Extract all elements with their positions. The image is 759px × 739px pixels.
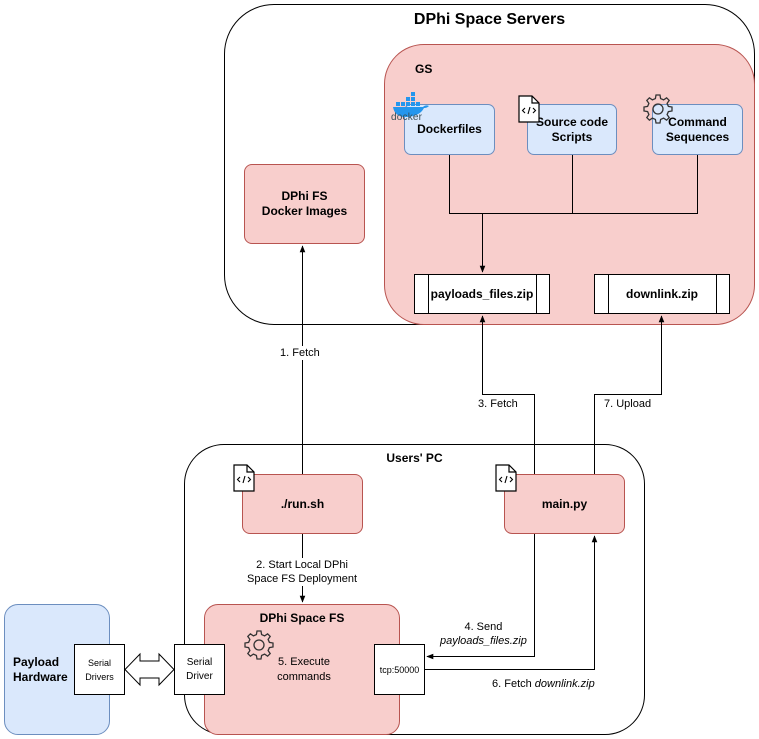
send-line1: 4. Send [464, 621, 503, 633]
fetch6-prefix: 6. Fetch [492, 678, 535, 690]
space-fs-title: DPhi Space FS [259, 611, 345, 625]
servers-title: DPhi Space Servers [413, 11, 566, 28]
main-py-file-icon [495, 464, 517, 497]
source-code-line2: Scripts [551, 129, 593, 144]
edge-send [426, 534, 535, 660]
fetch6-file: downlink.zip [534, 678, 595, 690]
execute-line1: 5. Execute [278, 656, 330, 668]
edge-label-fetch3: 3. Fetch [478, 397, 518, 411]
edge-fetch-downlink [425, 535, 598, 670]
main-py-label: main.py [541, 496, 588, 511]
command-line1: Command [668, 114, 727, 129]
tcp-port-box: tcp:50000 [374, 644, 425, 695]
serial-driver-line2: Driver [186, 670, 213, 682]
payloads-zip-box: payloads_files.zip [414, 274, 550, 314]
run-sh-label: ./run.sh [280, 496, 325, 511]
serial-link-arrow [124, 652, 175, 687]
payload-hw-line1: Payload [13, 655, 60, 669]
docker-images-line2: Docker Images [261, 204, 348, 218]
dockerfiles-label: Dockerfiles [417, 122, 482, 136]
serial-driver-box: Serial Driver [174, 644, 225, 695]
command-line2: Sequences [665, 129, 730, 144]
edge-label-start: 2. Start Local DPhi Space FS Deployment [247, 558, 358, 586]
downlink-zip-box: downlink.zip [594, 274, 730, 314]
main-py-box: main.py [504, 474, 625, 534]
execute-commands-label: 5. Execute commands [264, 655, 344, 685]
run-sh-box: ./run.sh [242, 474, 363, 534]
source-code-line1: Source code [535, 114, 609, 129]
gs-title: GS [415, 62, 433, 76]
serial-drivers-line2: Drivers [85, 671, 114, 682]
source-code-box: Source code Scripts [527, 104, 617, 155]
serial-driver-line1: Serial [186, 656, 213, 668]
downlink-zip-label: downlink.zip [626, 286, 698, 301]
edge-label-upload: 7. Upload [604, 397, 652, 411]
command-sequences-box: Command Sequences [652, 104, 743, 155]
serial-drivers-line1: Serial [87, 657, 111, 668]
run-sh-file-icon [233, 464, 255, 497]
execute-line2: commands [277, 671, 331, 683]
docker-icon: docker [390, 92, 430, 126]
edge-source-code [482, 155, 573, 214]
tcp-port-label: tcp:50000 [379, 664, 420, 675]
payloads-zip-label: payloads_files.zip [430, 286, 534, 301]
dockerfiles-box: Dockerfiles [404, 104, 495, 155]
start-line2: Space FS Deployment [247, 573, 358, 585]
start-line1: 2. Start Local DPhi [256, 559, 348, 571]
payload-hardware-label: Payload Hardware [13, 655, 68, 685]
docker-images-box: DPhi FS Docker Images [244, 164, 365, 244]
edge-command-seq [482, 155, 698, 214]
payload-hw-line2: Hardware [13, 670, 68, 684]
edge-label-send: 4. Send payloads_files.zip [440, 620, 527, 648]
send-line2: payloads_files.zip [440, 635, 527, 647]
docker-logo-text: docker [391, 112, 423, 123]
edge-label-fetch6: 6. Fetch downlink.zip [492, 677, 595, 691]
edge-dockerfiles [449, 155, 483, 214]
edge-upload [594, 315, 665, 474]
edge-label-fetch1: 1. Fetch [280, 346, 320, 360]
fs-gear-icon [244, 630, 274, 665]
gear-icon [643, 94, 673, 129]
edge-fetch-payloads [479, 315, 535, 474]
users-pc-title: Users' PC [386, 451, 443, 465]
docker-images-line1: DPhi FS [281, 189, 328, 203]
code-file-icon [518, 95, 540, 128]
